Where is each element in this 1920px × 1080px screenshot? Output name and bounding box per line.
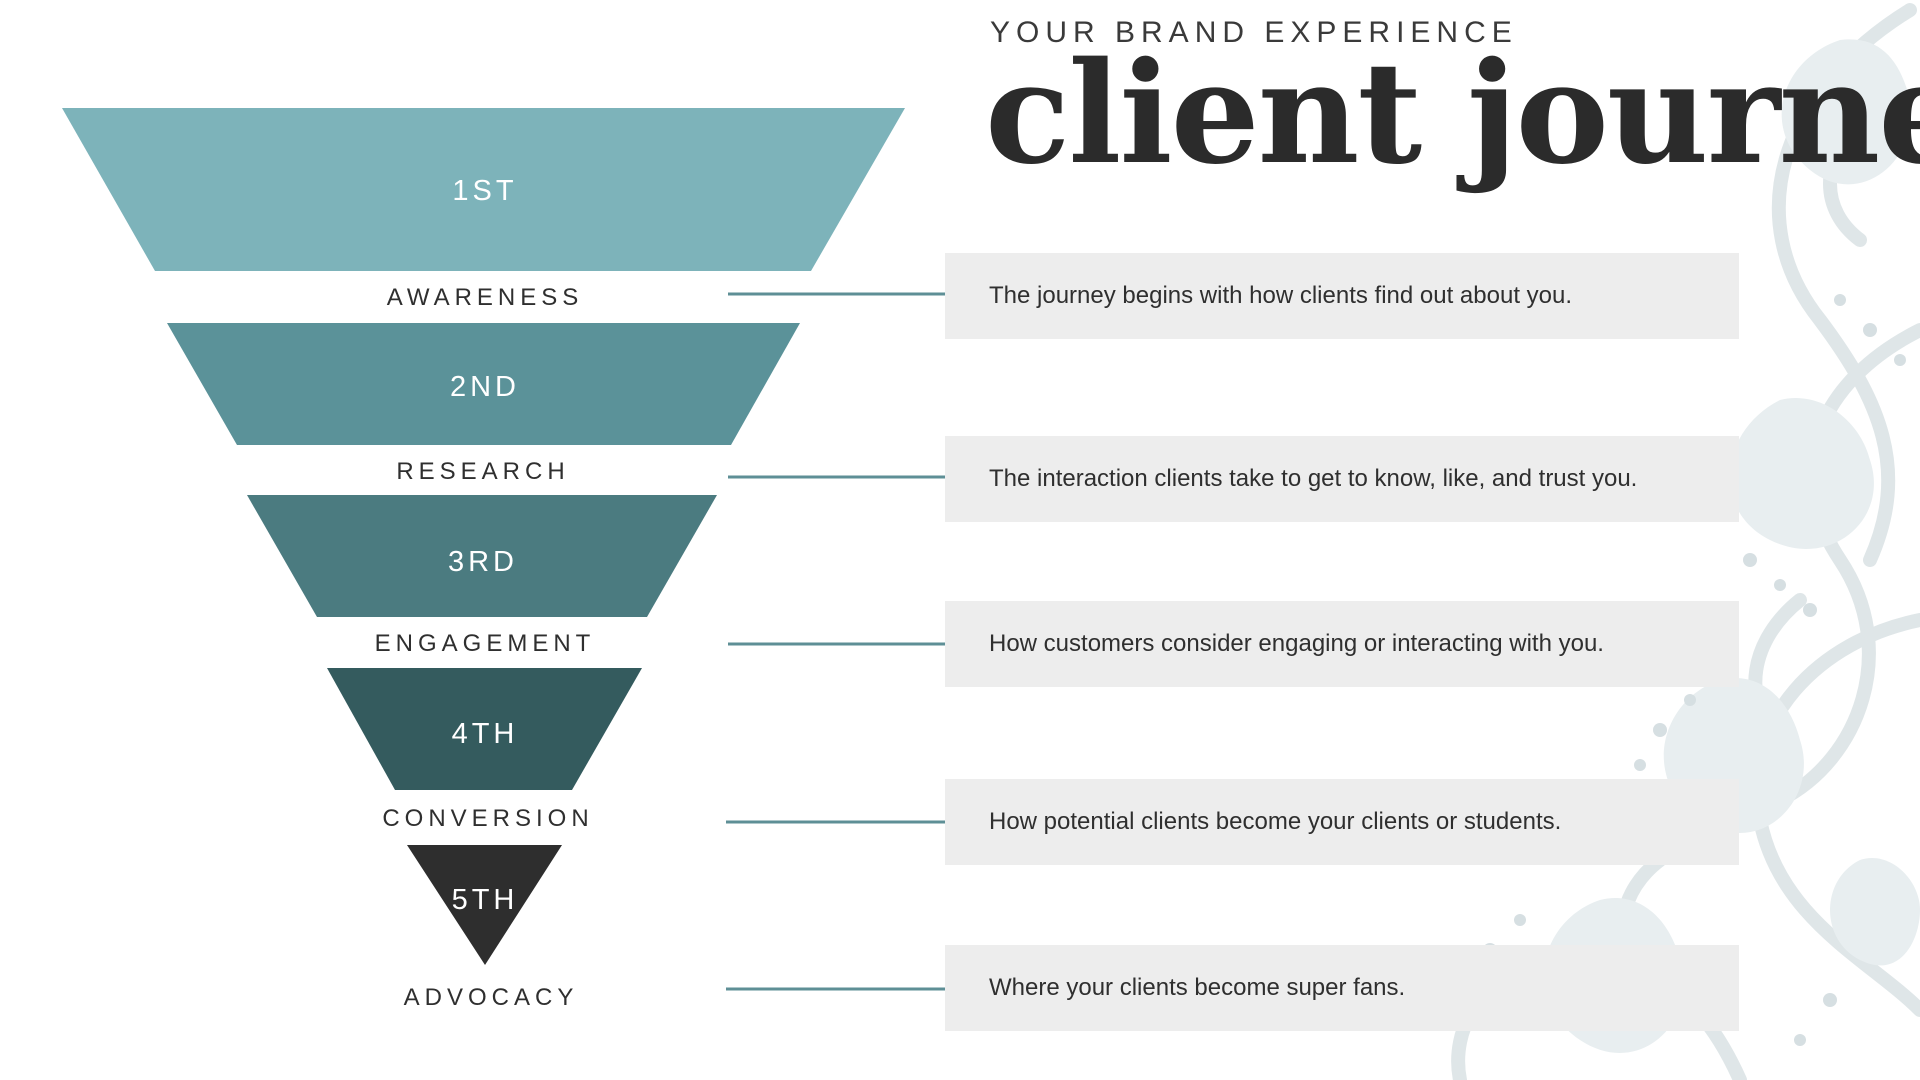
stage-label-research: RESEARCH [396, 458, 569, 485]
description-advocacy: Where your clients become super fans. [989, 974, 1406, 1001]
description-box-awareness: The journey begins with how clients find… [945, 253, 1739, 339]
page-title: client journey [985, 32, 1920, 196]
description-box-engagement: How customers consider engaging or inter… [945, 601, 1739, 687]
description-box-advocacy: Where your clients become super fans. [945, 945, 1739, 1031]
funnel-tier-3-label: 3RD [448, 546, 518, 578]
funnel-tier-1 [62, 108, 905, 271]
description-awareness: The journey begins with how clients find… [989, 282, 1573, 309]
funnel-tier-3 [247, 495, 717, 617]
description-conversion: How potential clients become your client… [989, 808, 1562, 835]
stage-label-awareness: AWARENESS [387, 284, 584, 311]
stage-label-engagement: ENGAGEMENT [375, 630, 596, 657]
description-box-conversion: How potential clients become your client… [945, 779, 1739, 865]
funnel-tier-2-label: 2ND [450, 371, 520, 403]
description-engagement: How customers consider engaging or inter… [989, 630, 1604, 657]
title-kicker: YOUR BRAND EXPERIENCE [990, 16, 1518, 49]
funnel-tier-5-label: 5TH [452, 884, 519, 916]
funnel-tier-2 [167, 323, 800, 445]
funnel-tier-4 [327, 668, 642, 790]
description-box-research: The interaction clients take to get to k… [945, 436, 1739, 522]
stage-label-advocacy: ADVOCACY [404, 984, 579, 1011]
stage-label-conversion: CONVERSION [382, 805, 593, 832]
funnel-tier-1-label: 1ST [452, 175, 517, 207]
funnel-tier-5 [407, 845, 562, 965]
funnel-tier-4-label: 4TH [452, 718, 519, 750]
description-research: The interaction clients take to get to k… [989, 465, 1638, 492]
